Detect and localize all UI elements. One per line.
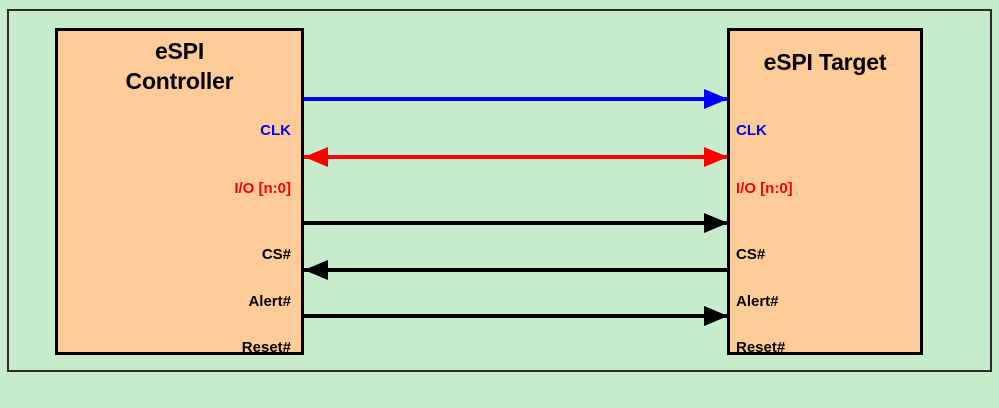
target-label-clk: CLK <box>736 122 767 139</box>
controller-title: eSPI Controller <box>58 36 301 96</box>
arrowhead-io-target <box>704 147 728 167</box>
target-label-io: I/O [n:0] <box>736 180 793 197</box>
wire-io <box>304 155 728 159</box>
target-label-cs: CS# <box>736 246 766 263</box>
arrowhead-reset-target <box>704 306 728 326</box>
target-title-line1: eSPI Target <box>763 49 887 75</box>
espi-controller-block: eSPI Controller CLK I/O [n:0] CS# Alert#… <box>55 28 304 355</box>
wire-alert <box>304 268 728 272</box>
arrowhead-clk-target <box>704 89 728 109</box>
wire-clk <box>304 97 728 101</box>
target-label-alert: Alert# <box>736 293 779 310</box>
arrowhead-alert-controller <box>304 260 328 280</box>
controller-label-io: I/O [n:0] <box>234 180 291 197</box>
controller-title-line1: eSPI <box>154 38 205 64</box>
espi-target-block: eSPI Target CLK I/O [n:0] CS# Alert# Res… <box>727 28 923 355</box>
wire-cs <box>304 221 728 225</box>
controller-label-cs: CS# <box>261 246 291 263</box>
arrowhead-io-controller <box>304 147 328 167</box>
controller-label-clk: CLK <box>260 122 291 139</box>
target-label-reset: Reset# <box>736 339 786 356</box>
controller-label-reset: Reset# <box>241 339 291 356</box>
controller-label-alert: Alert# <box>248 293 291 310</box>
target-title: eSPI Target <box>730 47 920 77</box>
wire-reset <box>304 314 728 318</box>
controller-title-line2: Controller <box>125 68 234 94</box>
arrowhead-cs-target <box>704 213 728 233</box>
